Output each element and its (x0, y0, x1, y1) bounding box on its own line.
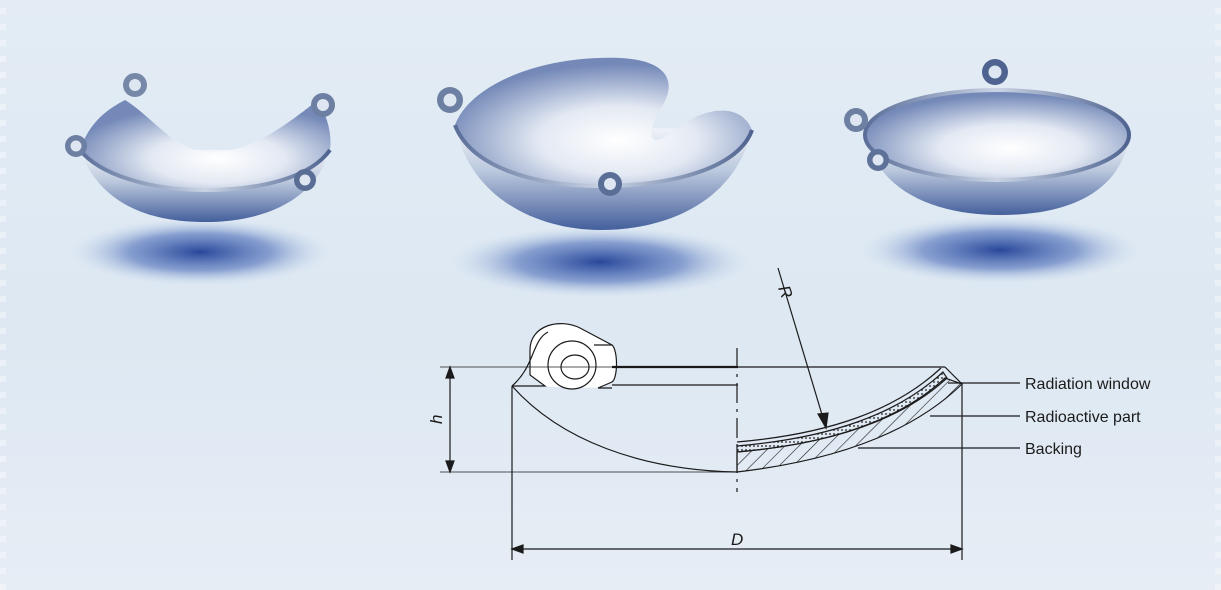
eyelet-drawing (511, 323, 618, 390)
applicator-photo-left (65, 73, 335, 286)
backing-label: Backing (1025, 441, 1082, 458)
radioactive-layer (736, 371, 948, 453)
suture-eyelet (844, 108, 868, 132)
suture-eyelet (867, 149, 889, 171)
suture-eyelet (123, 73, 147, 97)
suture-eyelet (437, 87, 463, 113)
radius-label: R (774, 283, 796, 301)
diameter-label: D (731, 530, 743, 549)
bowl-shadow (860, 216, 1140, 284)
radioactive-part-label: Radioactive part (1025, 409, 1141, 426)
bowl-shadow (450, 226, 750, 298)
bowl-shadow (70, 218, 330, 286)
suture-eyelet (294, 169, 316, 191)
bowl-inner-surface (865, 90, 1129, 180)
suture-eyelet (598, 172, 622, 196)
height-label: h (427, 415, 446, 424)
radiation-window-label: Radiation window (1025, 376, 1151, 393)
bowl-inner-surface (455, 57, 752, 185)
bowl-inner-surface (80, 100, 331, 191)
suture-eyelet (311, 93, 335, 117)
radiation-window-layer (736, 367, 942, 443)
applicator-photo-right (844, 59, 1140, 284)
suture-eyelet (982, 59, 1008, 85)
applicator-photo-center (437, 57, 754, 298)
cross-section-drawing (440, 267, 1020, 560)
suture-eyelet (65, 135, 87, 157)
bowl-rim (863, 88, 1131, 182)
